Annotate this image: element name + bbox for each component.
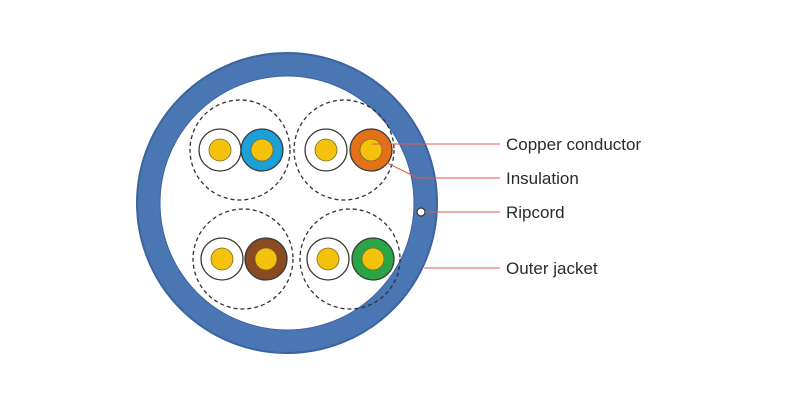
- label-copper-conductor: Copper conductor: [506, 135, 641, 154]
- pair-boundary-dashed: [293, 99, 395, 201]
- twisted-pair-orange: [293, 99, 395, 201]
- pair-boundary-dashed: [192, 208, 294, 310]
- twisted-pair-brown: [192, 208, 294, 310]
- copper-conductor: [361, 247, 385, 271]
- copper-conductor: [250, 138, 274, 162]
- pair-boundary-dashed: [189, 99, 291, 201]
- label-insulation: Insulation: [506, 169, 579, 188]
- label-outer-jacket: Outer jacket: [506, 259, 598, 278]
- twisted-pair-green: [299, 208, 401, 310]
- cable-interior: [159, 75, 415, 331]
- copper-conductor: [254, 247, 278, 271]
- copper-conductor: [208, 138, 232, 162]
- ripcord: [416, 207, 426, 217]
- copper-conductor: [314, 138, 338, 162]
- pair-boundary-dashed: [299, 208, 401, 310]
- twisted-pair-blue: [189, 99, 291, 201]
- leader-line-insulation: [386, 162, 419, 179]
- copper-conductor: [359, 138, 383, 162]
- label-ripcord: Ripcord: [506, 203, 565, 222]
- copper-conductor: [210, 247, 234, 271]
- copper-conductor: [316, 247, 340, 271]
